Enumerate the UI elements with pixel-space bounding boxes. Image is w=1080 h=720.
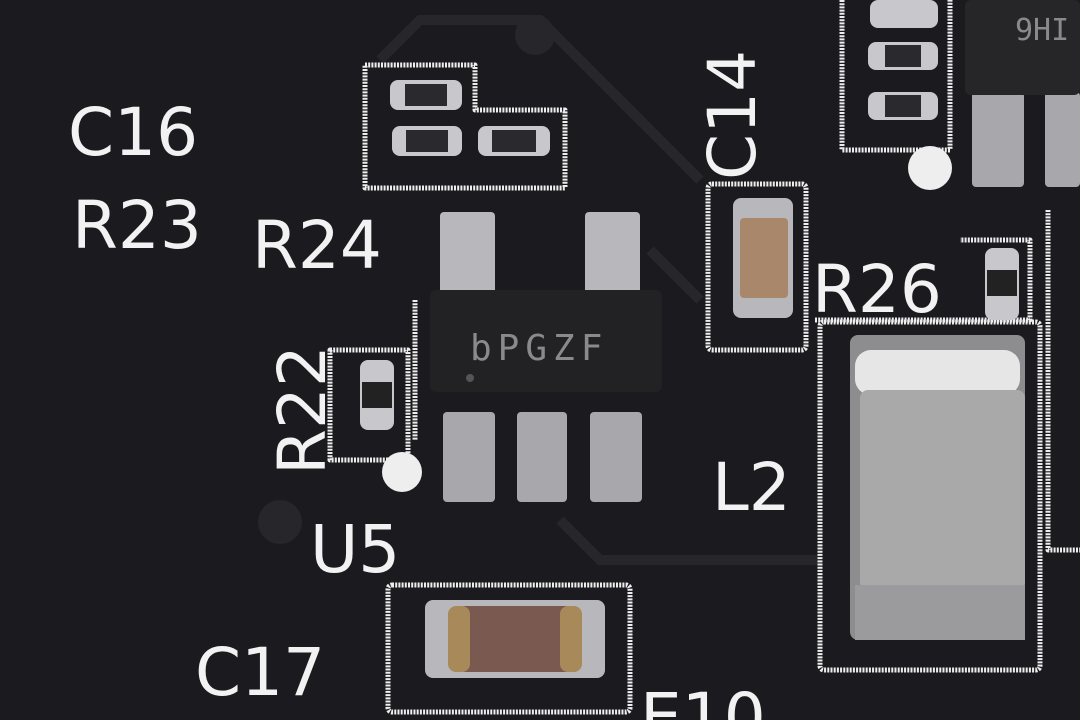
silkscreen-labels: C16 R23 R24 R22 U5 C17 C14 R26 L2 E10: [68, 50, 942, 720]
capacitor-c14: [733, 198, 793, 318]
label-u5: U5: [310, 511, 400, 588]
label-l2: L2: [712, 449, 791, 526]
small-resistors-top: [390, 80, 550, 156]
resistor-r22: [360, 360, 394, 430]
resistor-r26: [985, 248, 1019, 320]
label-c17: C17: [195, 634, 325, 711]
top-right-components: 9HI: [868, 0, 1080, 187]
label-r22: R22: [264, 345, 341, 475]
label-r23: R23: [72, 187, 202, 264]
label-c16: C16: [68, 94, 198, 171]
label-r24: R24: [252, 207, 382, 284]
chip-marking-u5: bPGZF: [470, 328, 608, 369]
copper-traces: [258, 15, 820, 565]
label-r26: R26: [812, 251, 942, 328]
chip-marking-top-right: 9HI: [1015, 13, 1069, 48]
silkscreen-outlines: [327, 0, 1080, 715]
capacitor-c17: [425, 600, 605, 678]
inductor-l2: [850, 335, 1025, 640]
label-e10: E10: [640, 679, 766, 720]
label-c14: C14: [694, 50, 771, 180]
chip-u5: bPGZF: [430, 212, 662, 502]
